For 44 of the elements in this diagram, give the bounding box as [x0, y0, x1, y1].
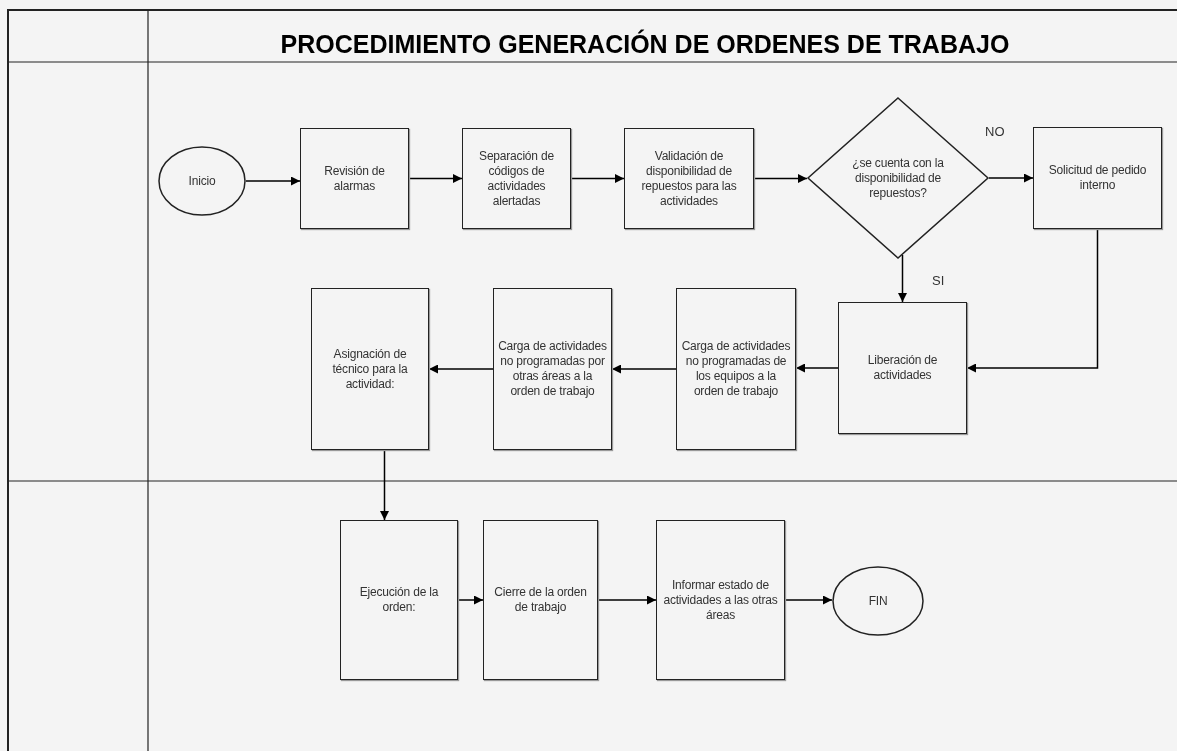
node-text: Carga de actividades no programadas de los equipos a la orden de trabajo [681, 339, 791, 399]
title: PROCEDIMIENTO GENERACIÓN DE ORDENES DE TRABAJO [279, 30, 1011, 59]
node-text: Ejecución de la orden: [358, 585, 440, 615]
arrow [380, 449, 389, 521]
process-box [838, 302, 967, 434]
node-text: Validación de disponibilidad de repuestos para las actividades [640, 148, 738, 209]
node-text: Cierre de la orden de trabajo [493, 585, 588, 615]
terminal-ellipse [158, 146, 246, 216]
process-box [676, 288, 796, 450]
arrow [753, 174, 808, 183]
arrow [457, 595, 484, 605]
node-text: Carga de actividades no programadas por otras áreas a la orden de trabajo [498, 339, 607, 399]
node-text: Separación de códigos de actividades alertadas [478, 148, 555, 209]
process-box [311, 288, 429, 450]
node-text: Solicitud de pedido interno [1047, 163, 1148, 193]
process-box [340, 520, 458, 680]
arrow [428, 364, 494, 374]
process-box [1033, 127, 1162, 229]
arrow [611, 364, 677, 374]
node-text: Inicio [188, 173, 216, 189]
node-text: ¿se cuenta con la disponibilidad de repuestos? [851, 155, 945, 201]
arrow [988, 173, 1034, 183]
process-box [483, 520, 598, 680]
arrow [784, 595, 833, 605]
arrow [408, 174, 463, 183]
arrow [966, 228, 1099, 373]
process-box [493, 288, 612, 450]
arrow [245, 176, 301, 186]
process-box [624, 128, 754, 229]
node-text: Liberación de actividades [866, 353, 939, 383]
process-box [462, 128, 571, 229]
process-box [656, 520, 785, 680]
arrow [795, 363, 839, 373]
arrow [570, 174, 625, 183]
edge-label: SI [930, 273, 947, 288]
node-text: Revisión de alarmas [323, 163, 386, 194]
node-text: Informar estado de actividades a las otras áreas [662, 577, 779, 623]
edge-label: NO [983, 124, 1007, 139]
process-box [300, 128, 409, 229]
terminal-ellipse [832, 566, 924, 636]
node-text: FIN [868, 593, 888, 609]
arrow [898, 254, 907, 303]
node-text: Asignación de técnico para la actividad: [331, 346, 409, 392]
arrow [597, 595, 657, 605]
